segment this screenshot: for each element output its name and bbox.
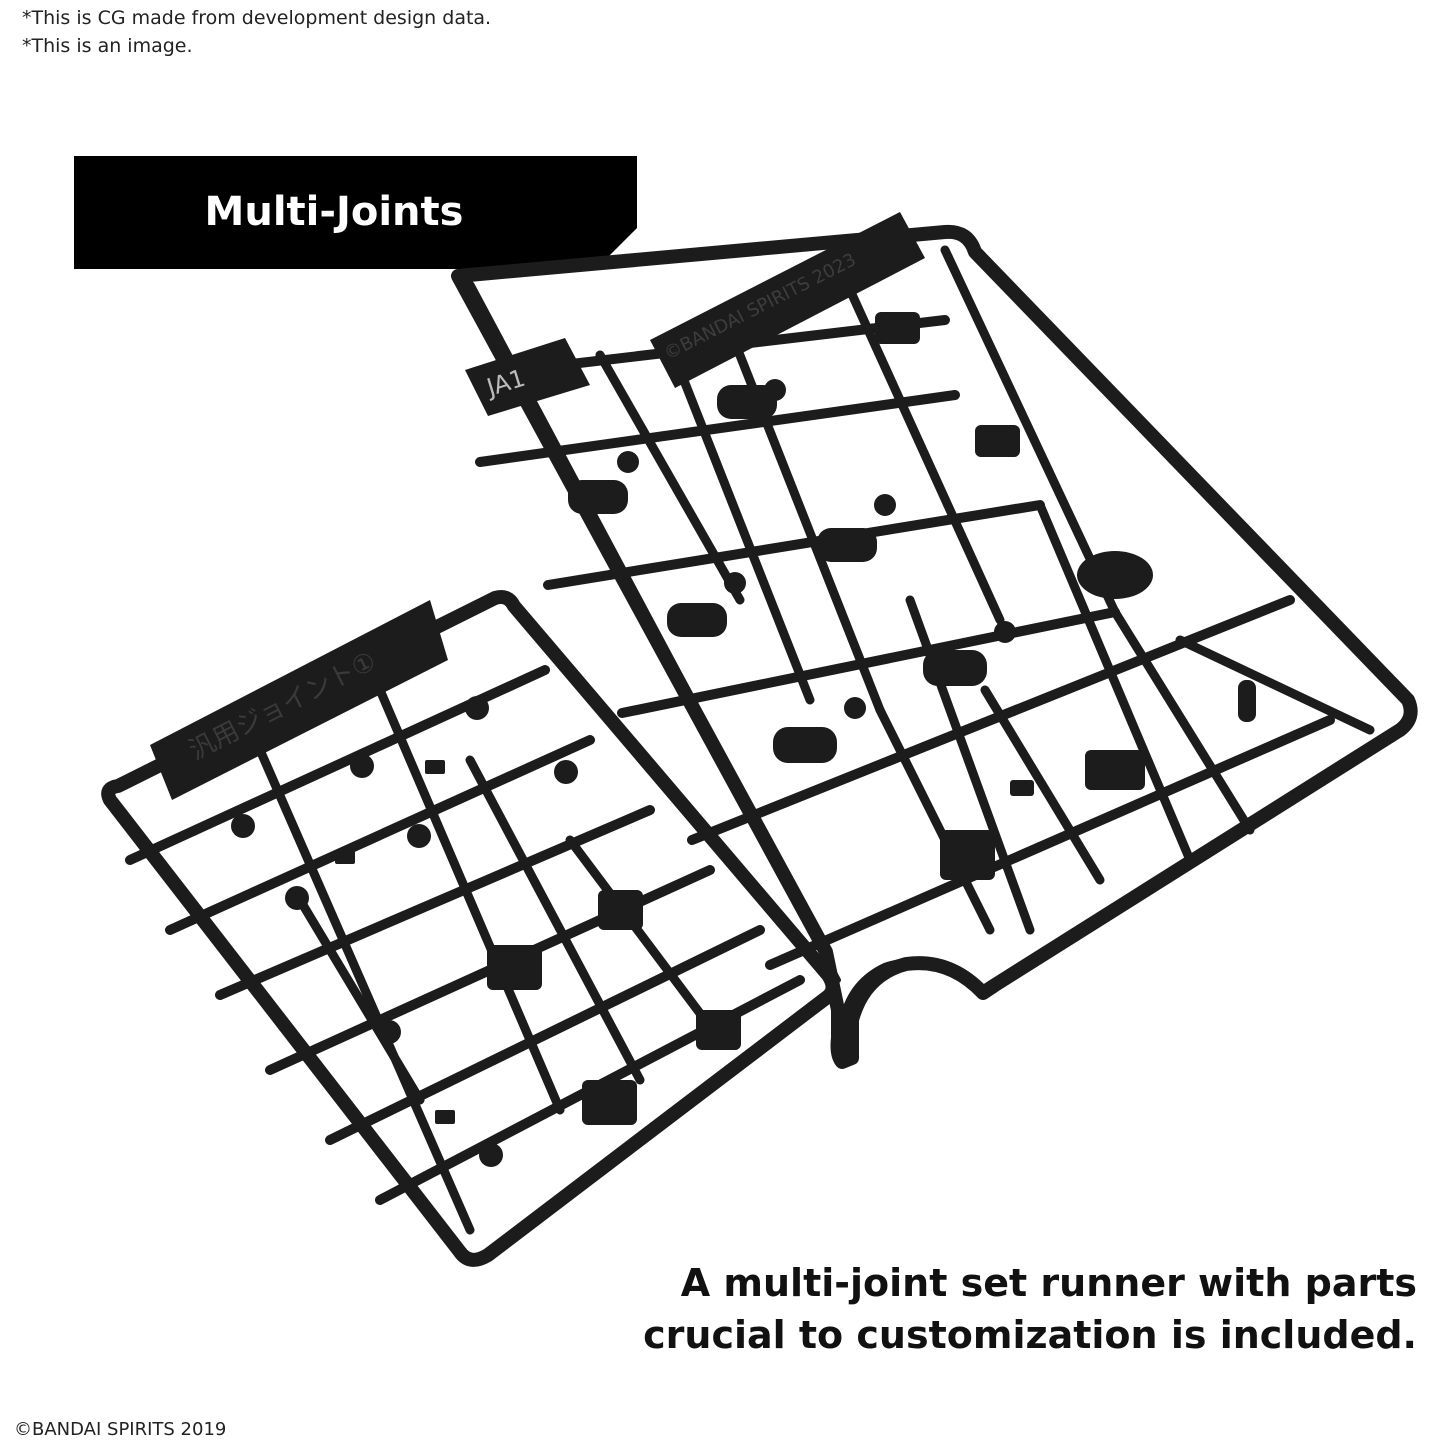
runner-tag: [465, 338, 590, 416]
left-runner-parts: [231, 696, 741, 1167]
banner-background: [74, 156, 637, 269]
disclaimer: *This is CG made from development design…: [22, 4, 491, 60]
caption: A multi-joint set runner with parts cruc…: [643, 1257, 1417, 1361]
caption-line-2: crucial to customization is included.: [643, 1313, 1417, 1357]
page-title: Multi-Joints: [204, 189, 464, 235]
title-banner: Multi-Joints: [74, 156, 637, 269]
disclaimer-line-1: *This is CG made from development design…: [22, 7, 492, 29]
caption-line-1: A multi-joint set runner with parts: [680, 1261, 1417, 1305]
left-plate: [150, 600, 448, 800]
left-runner-frame: [101, 590, 840, 1267]
right-runner-parts: [568, 312, 1256, 880]
copyright: ©BANDAI SPIRITS 2019: [14, 1419, 227, 1440]
disclaimer-line-2: *This is an image.: [22, 35, 193, 57]
